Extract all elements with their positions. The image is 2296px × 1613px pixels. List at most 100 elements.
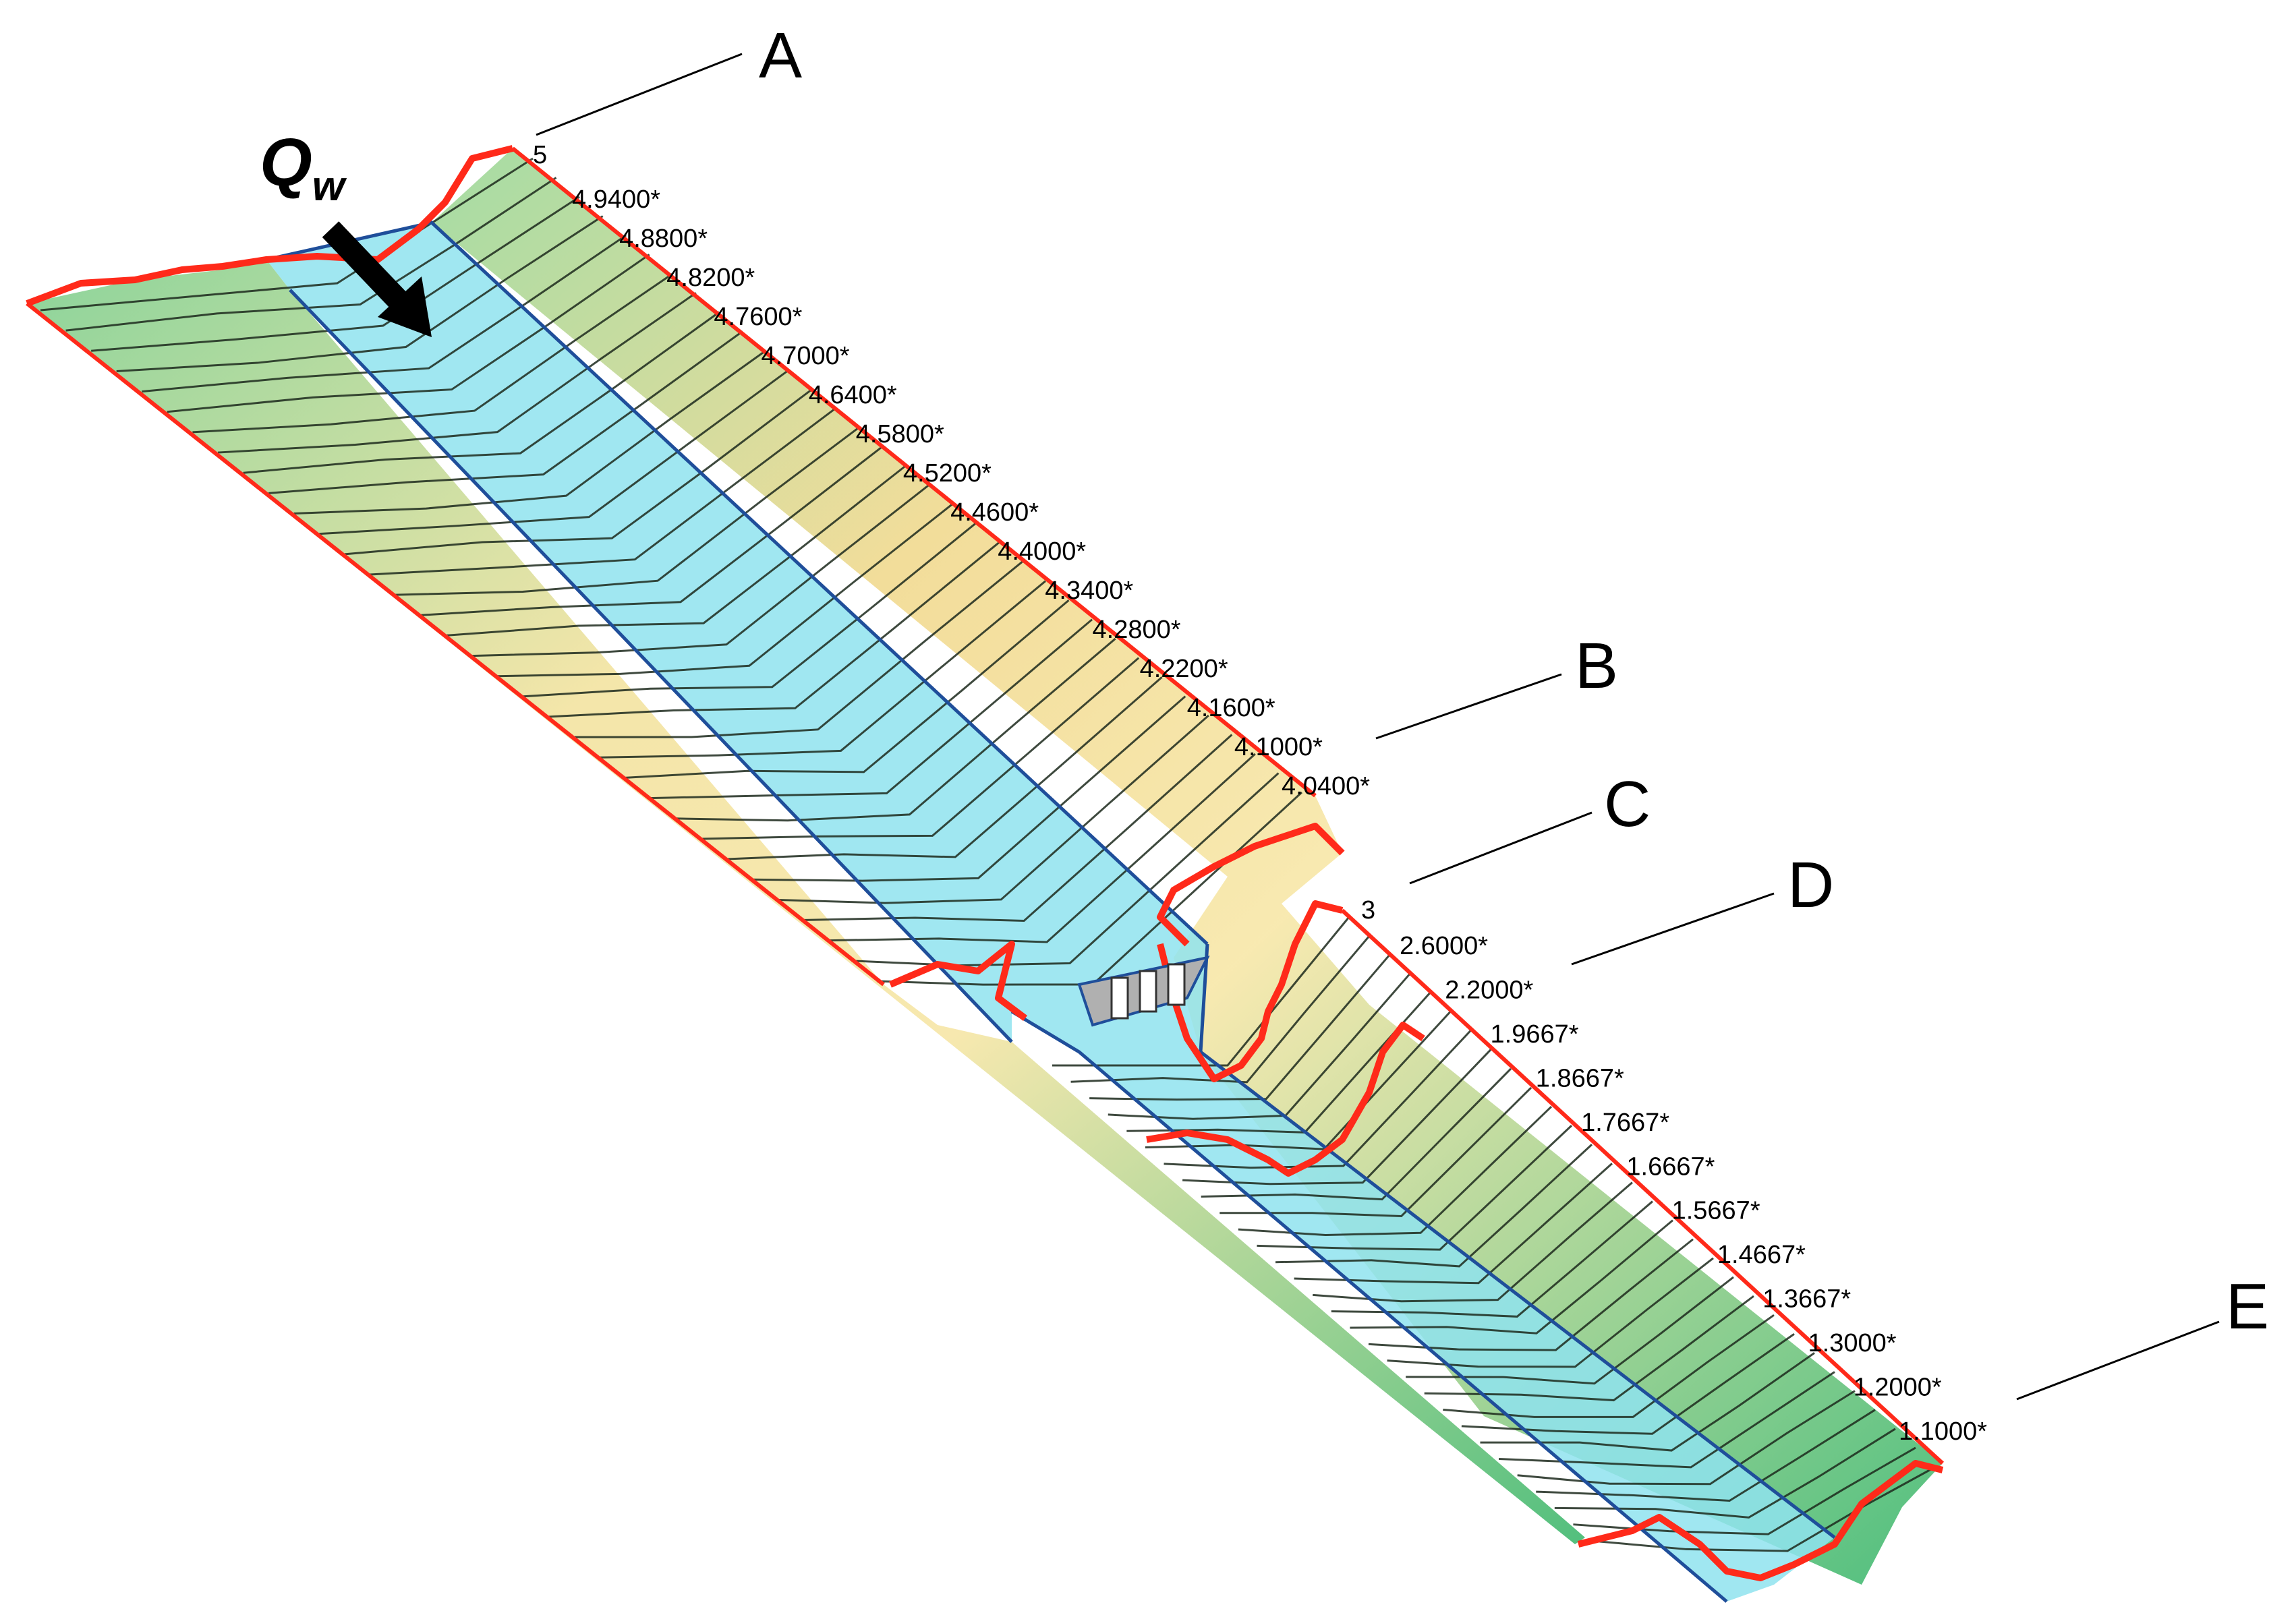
- lower-station-label: 1.3000*: [1808, 1329, 1897, 1357]
- cross-section-line: [1257, 1125, 1573, 1251]
- svg-text:A: A: [759, 20, 802, 92]
- lower-station-label: 1.6667*: [1626, 1152, 1715, 1181]
- cross-section-line: [1406, 1276, 1734, 1385]
- cross-section-line: [775, 714, 1209, 904]
- cross-section-line: [167, 254, 650, 413]
- upper-station-label: 4.3400*: [1045, 577, 1133, 605]
- cross-section-line: [573, 561, 1023, 738]
- callout-A: A: [536, 20, 802, 136]
- lower-station-label: 1.9667*: [1491, 1020, 1579, 1049]
- cross-section-line: [826, 753, 1256, 943]
- upper-station-label: 4.2200*: [1140, 655, 1228, 683]
- lower-station-label: 2.6000*: [1400, 932, 1488, 960]
- cross-section-line: [699, 657, 1140, 840]
- callout-C: C: [1409, 768, 1651, 885]
- upper-reach-stations: 54.9400*4.8800*4.8200*4.7600*4.7000*4.64…: [533, 141, 1370, 800]
- lower-start-station: 3: [1361, 896, 1375, 925]
- cross-section-line: [40, 157, 534, 312]
- cross-section-line: [1182, 1049, 1492, 1185]
- cross-section-line: [1554, 1428, 1896, 1519]
- cross-section-line: [268, 330, 743, 494]
- cross-section-line: [1164, 1030, 1472, 1169]
- lower-station-label: 1.5667*: [1672, 1197, 1760, 1225]
- svg-text:D: D: [1787, 849, 1834, 921]
- cross-section-line: [1517, 1390, 1856, 1486]
- cross-section-line: [623, 599, 1070, 779]
- upper-station-label: 4.4000*: [998, 537, 1086, 566]
- left-floodplain: [27, 260, 1585, 1544]
- cross-section-line: [370, 407, 836, 576]
- lower-station-label: 2.2000*: [1445, 976, 1533, 1005]
- cross-section-line: [1443, 1314, 1775, 1418]
- cross-section-line: [1070, 935, 1371, 1084]
- cross-section-line: [674, 637, 1116, 822]
- right-floodplain: [432, 148, 1943, 1585]
- cross-section-line: [420, 446, 884, 616]
- cross-section-line: [851, 772, 1280, 967]
- cross-section-line: [65, 177, 557, 332]
- cross-section-line: [1480, 1352, 1815, 1452]
- gate-structure: [1077, 956, 1210, 1027]
- svg-text:C: C: [1604, 768, 1651, 840]
- cross-section-line: [1350, 1219, 1673, 1335]
- lower-station-label: 1.3667*: [1762, 1285, 1851, 1314]
- cross-section-line: [1294, 1163, 1613, 1285]
- cross-section-line: [243, 311, 720, 474]
- cross-section-line: [1052, 916, 1350, 1067]
- cross-section-line: [1331, 1200, 1653, 1318]
- cross-section-line: [395, 426, 860, 596]
- cross-section-line: [116, 215, 604, 372]
- lower-station-label: 1.8667*: [1536, 1064, 1624, 1092]
- cross-section-line: [1591, 1465, 1936, 1552]
- cross-section-line: [344, 388, 813, 556]
- cross-section-line: [1089, 954, 1391, 1101]
- channel-outline: [266, 221, 1836, 1603]
- flow-label: Qw: [260, 125, 347, 210]
- upper-station-label: 4.6400*: [809, 381, 897, 409]
- cross-section-line: [293, 349, 767, 515]
- cross-section-line: [521, 523, 977, 698]
- lower-station-label: 1.4667*: [1717, 1241, 1806, 1269]
- upper-station-label: 4.9400*: [572, 185, 660, 214]
- main-channel-water: [266, 223, 1835, 1602]
- upper-station-label: 4.5200*: [903, 459, 992, 488]
- svg-text:E: E: [2226, 1270, 2269, 1343]
- cross-section-line: [1275, 1144, 1593, 1268]
- cross-section-line: [91, 196, 580, 352]
- callout-B: B: [1375, 630, 1618, 740]
- upper-station-label: 4.8800*: [619, 225, 708, 253]
- callout-D: D: [1571, 849, 1834, 966]
- svg-text:B: B: [1575, 630, 1618, 702]
- cross-section-line: [1219, 1086, 1532, 1217]
- upper-station-label: 4.8200*: [666, 264, 755, 292]
- upper-station-label: 4.7600*: [714, 303, 802, 331]
- upper-station-label: 4.5800*: [856, 420, 944, 448]
- bank-outlines: [26, 145, 1945, 1581]
- upper-station-label: 4.1600*: [1187, 694, 1275, 722]
- cross-section-line: [801, 734, 1233, 922]
- cross-section-line: [547, 541, 1000, 718]
- cross-section-line: [1238, 1105, 1553, 1236]
- cross-section-line: [1424, 1295, 1754, 1402]
- upper-station-label: 4.1000*: [1234, 733, 1323, 761]
- cross-section-line: [471, 484, 930, 657]
- cross-section-line: [724, 676, 1163, 860]
- cross-section-line: [750, 695, 1186, 882]
- upper-station-label: 4.7000*: [762, 342, 850, 370]
- cross-section-line: [217, 292, 697, 454]
- cross-section-line: [496, 503, 953, 678]
- cross-section-line: [598, 580, 1046, 759]
- cross-section-line: [648, 618, 1093, 800]
- cross-section-line: [319, 369, 790, 535]
- lower-station-label: 1.7667*: [1581, 1109, 1669, 1137]
- cross-section-line: [192, 272, 674, 434]
- cross-section-line: [446, 465, 907, 637]
- flow-arrow-icon: [322, 221, 432, 337]
- upper-station-label: 4.4600*: [950, 498, 1039, 527]
- callout-E: E: [2016, 1270, 2269, 1401]
- upper-station-label: 4.0400*: [1282, 772, 1370, 800]
- lower-station-label: 1.1000*: [1899, 1417, 1987, 1446]
- lower-reach-stations: 3 2.6000* 2.2000* 1.9667* 1.8667* 1.7667* 1.66…: [1361, 896, 1987, 1446]
- cross-section-line: [142, 234, 627, 393]
